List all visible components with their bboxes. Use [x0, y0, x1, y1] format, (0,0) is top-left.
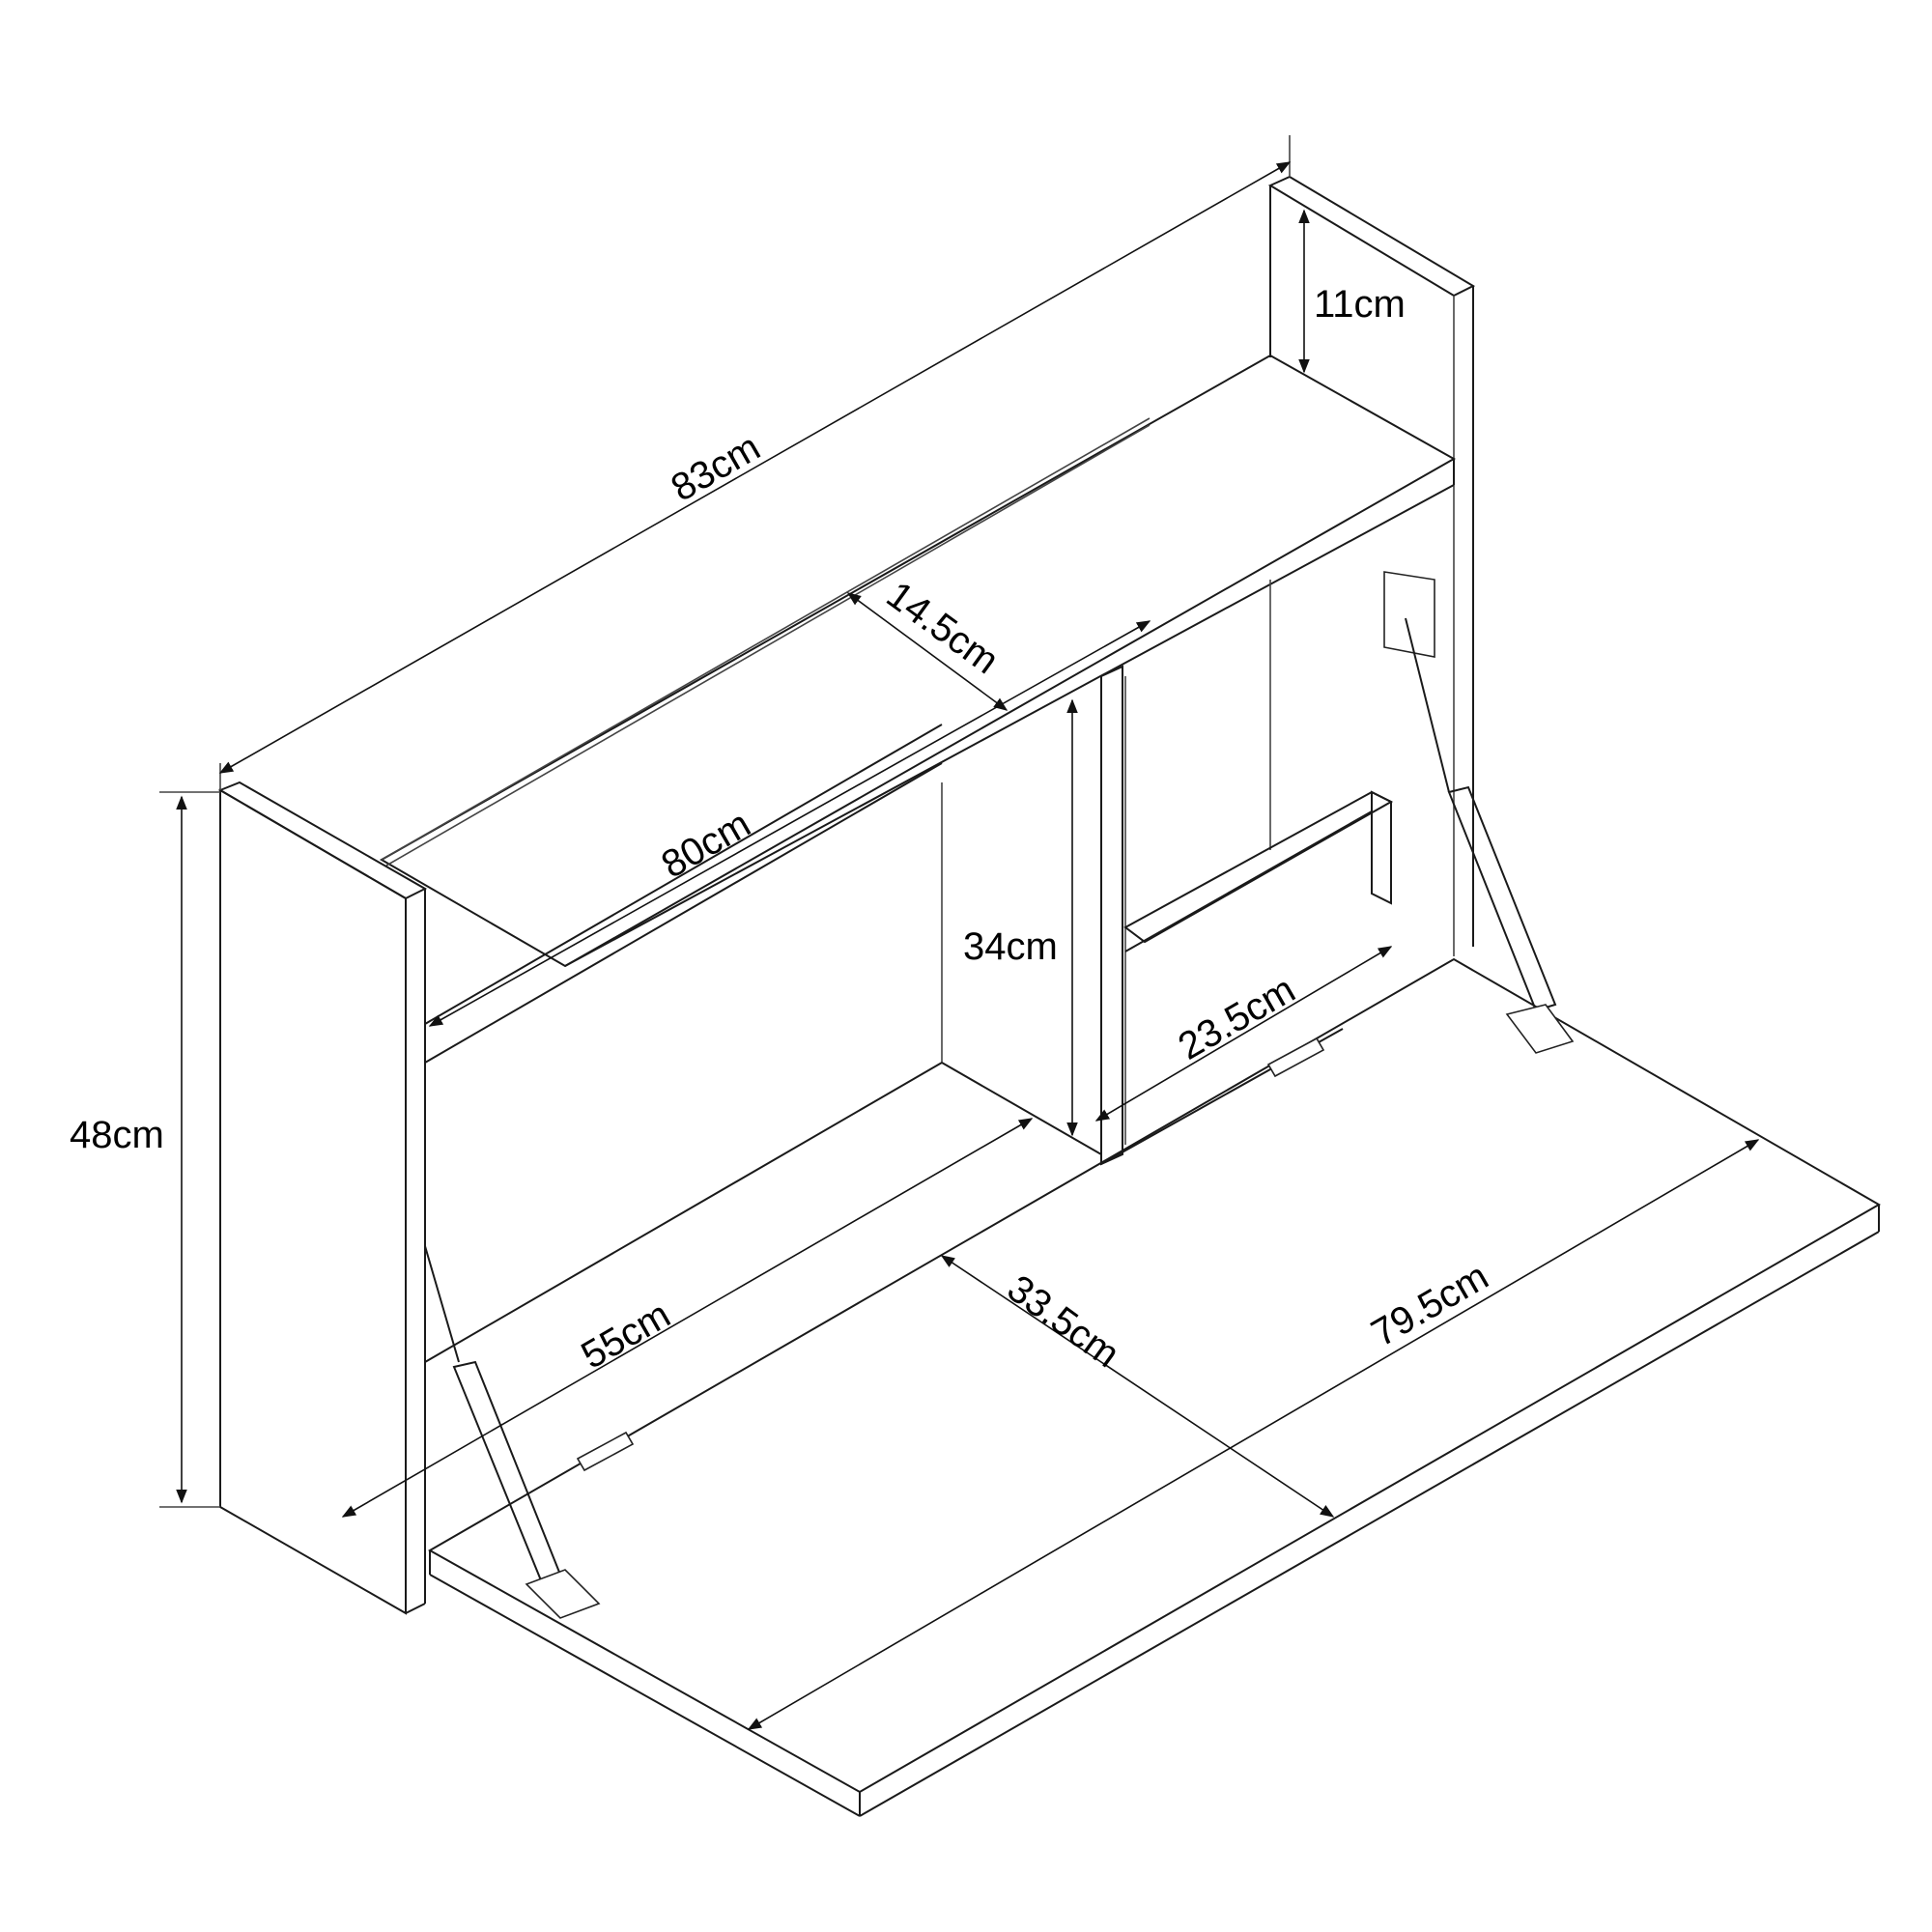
top-shelf — [379, 354, 1457, 968]
drop-down-desk-top — [427, 957, 1882, 1817]
label-small-compartment-depth: 23.5cm — [1172, 968, 1303, 1068]
label-inner-width: 80cm — [655, 803, 758, 887]
dimension-lines — [159, 135, 1760, 1730]
middle-divider — [1100, 665, 1126, 1166]
label-compartment-height: 34cm — [963, 925, 1058, 968]
cabinet-floor — [424, 1062, 1102, 1363]
left-side-panel — [217, 781, 428, 1615]
label-overall-width: 83cm — [665, 426, 768, 510]
label-overall-height: 48cm — [70, 1114, 164, 1156]
label-shelf-depth: 14.5cm — [879, 574, 1007, 683]
label-desk-depth: 33.5cm — [1000, 1267, 1127, 1377]
label-top-side-height: 11cm — [1314, 283, 1406, 326]
label-bottom-depth: 55cm — [575, 1293, 678, 1378]
inner-block — [1123, 790, 1394, 952]
dimension-labels: 83cm 11cm 14.5cm 80cm 34cm 48cm 23.5cm 5… — [70, 283, 1495, 1378]
gas-strut-right — [1383, 571, 1575, 1054]
